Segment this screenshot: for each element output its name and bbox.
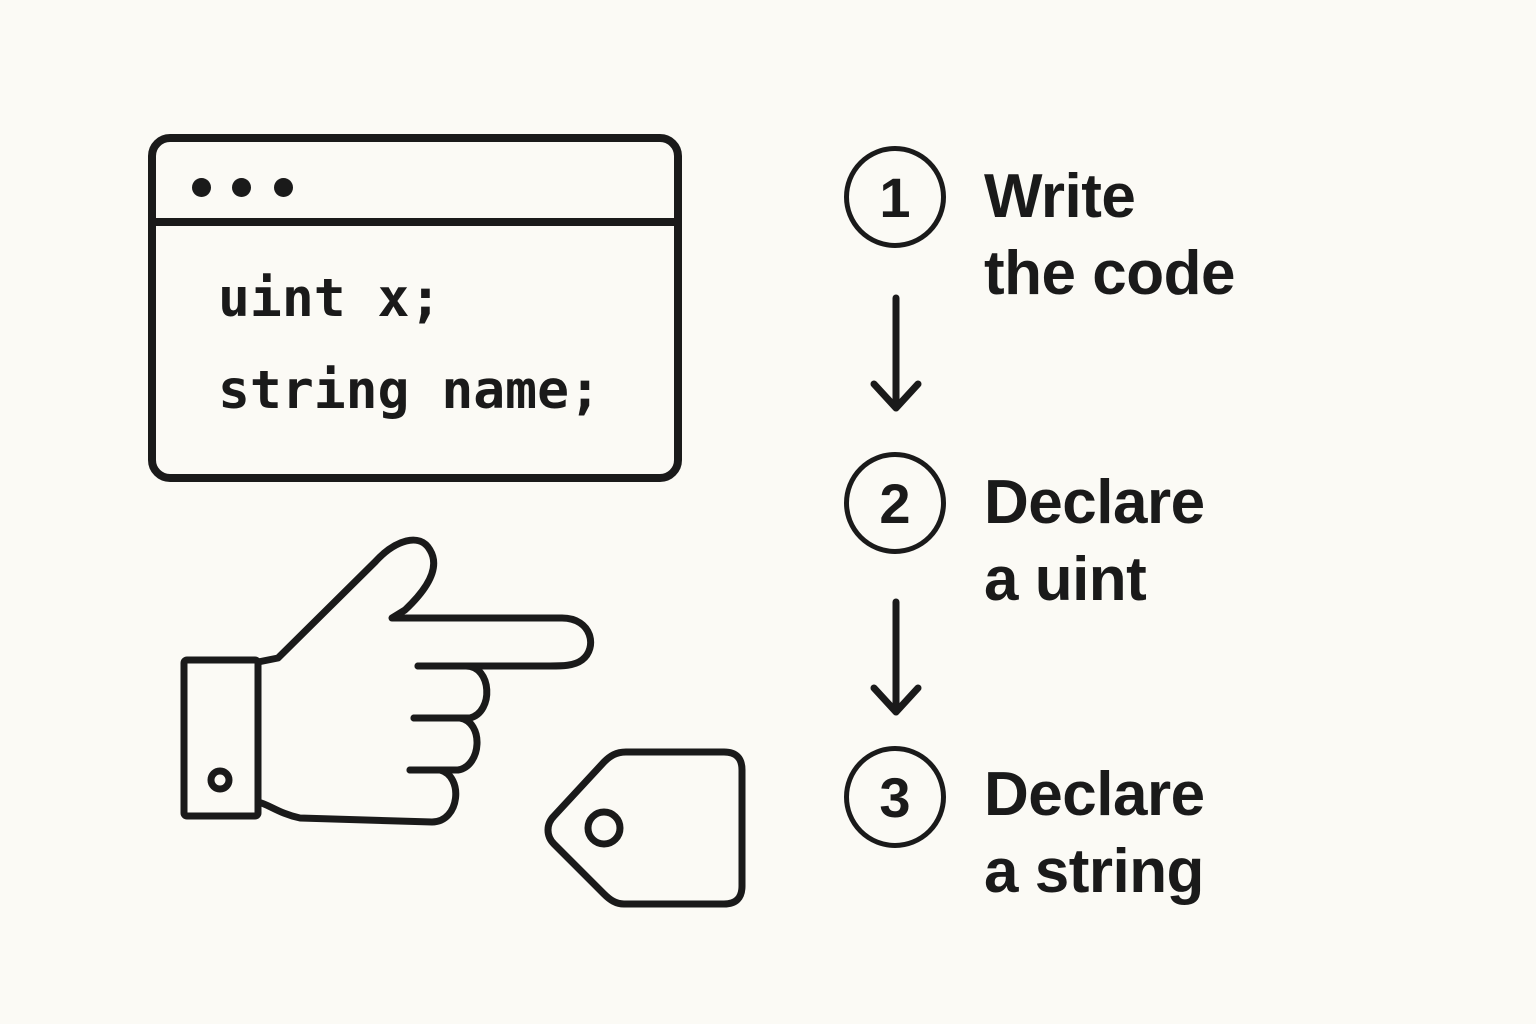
- step-2-label: Declare a uint: [984, 464, 1205, 618]
- middle-finger-outline: [410, 662, 491, 722]
- cuff-outline: [180, 656, 262, 820]
- step-2-label-line1: Declare: [984, 468, 1205, 537]
- cuff-button-icon: [207, 767, 233, 793]
- step-3-badge: 3: [844, 746, 946, 848]
- tag-icon: [544, 748, 746, 908]
- window-dot-icon: [274, 178, 293, 197]
- step-3-label: Declare a string: [984, 756, 1205, 910]
- little-finger-outline: [254, 766, 460, 826]
- ring-finger-outline: [406, 714, 481, 774]
- arrow-down-icon: [870, 598, 922, 716]
- arrow-down-icon: [870, 294, 922, 412]
- step-2-label-line2: a uint: [984, 545, 1147, 614]
- step-1-label: Write the code: [984, 158, 1235, 312]
- tag-outline: [544, 748, 746, 908]
- window-title-bar: [156, 142, 674, 226]
- step-2-badge: 2: [844, 452, 946, 554]
- code-line-uint: uint x;: [218, 268, 442, 329]
- step-1-label-line1: Write: [984, 162, 1136, 231]
- index-finger-outline: [254, 536, 595, 670]
- window-dot-icon: [232, 178, 251, 197]
- window-dot-icon: [192, 178, 211, 197]
- code-line-string: string name;: [218, 360, 601, 421]
- tag-hole-icon: [584, 808, 624, 848]
- step-1-badge: 1: [844, 146, 946, 248]
- step-3-label-line2: a string: [984, 837, 1204, 906]
- code-window: uint x; string name;: [148, 134, 682, 482]
- step-3-label-line1: Declare: [984, 760, 1205, 829]
- pointing-hand-icon: [180, 536, 595, 826]
- step-1-label-line2: the code: [984, 239, 1235, 308]
